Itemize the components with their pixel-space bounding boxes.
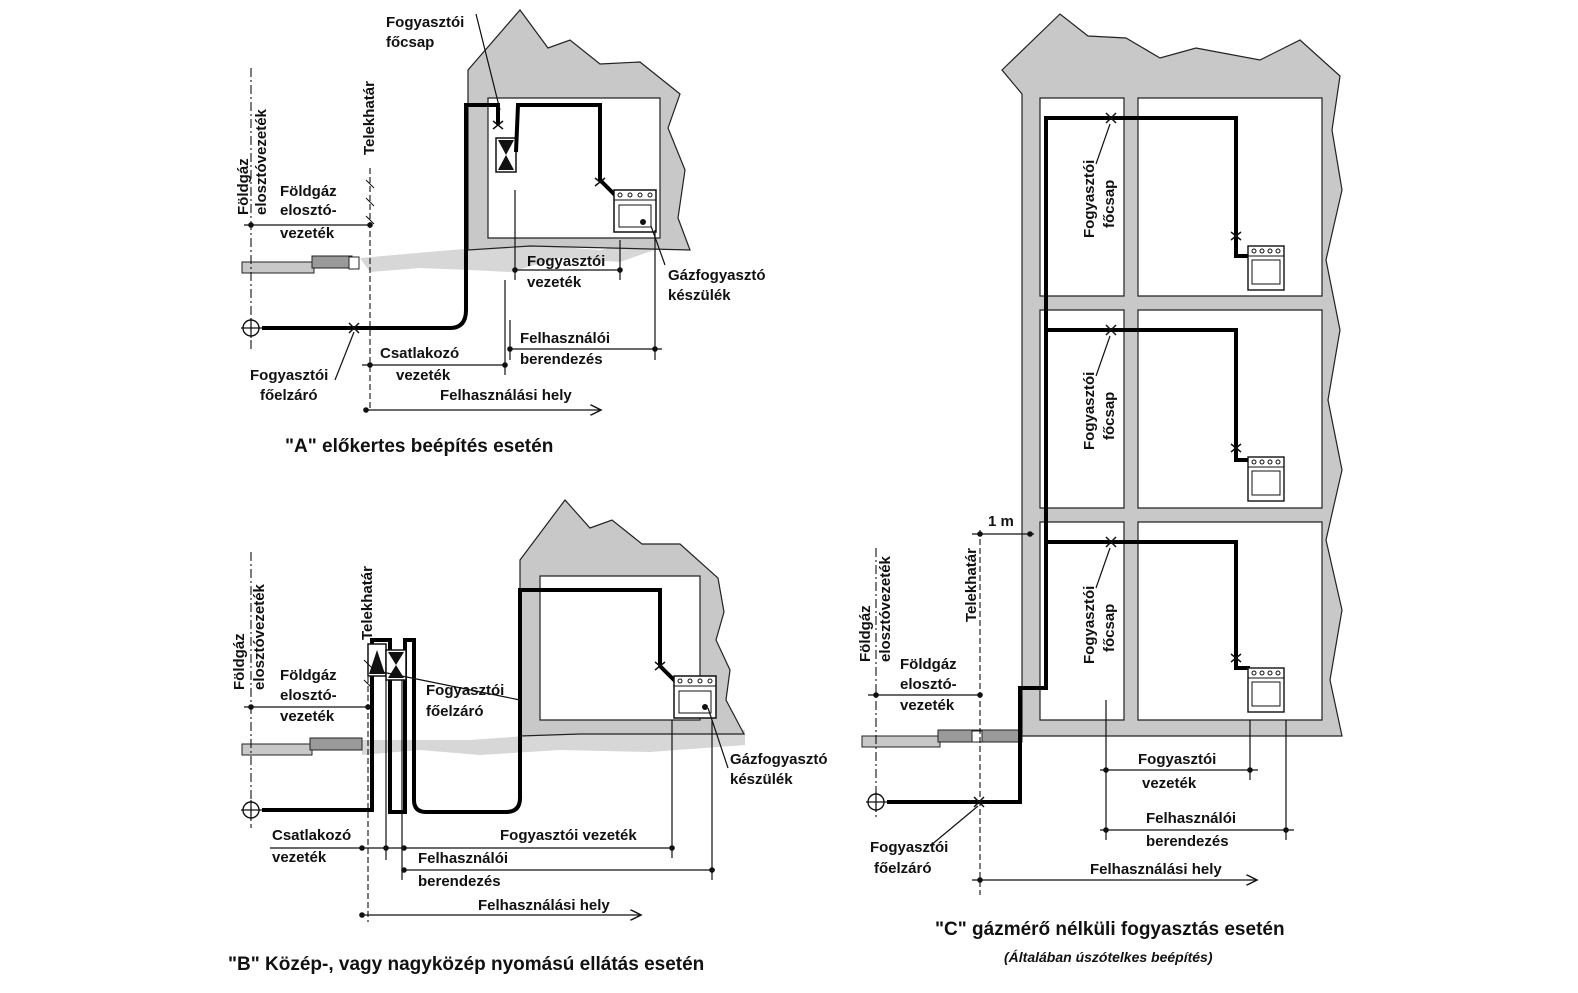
label-a-tap-1: Fogyasztói	[386, 14, 464, 31]
label-c-dist-1: Földgáz	[900, 656, 957, 673]
label-c-user-1: Felhasználói	[1146, 810, 1236, 827]
appliance-valve-b	[654, 661, 666, 671]
label-a-main-1: Földgáz	[235, 158, 252, 215]
label-b-consumer-pipe: Fogyasztói vezeték	[500, 827, 637, 844]
gas-appliance-c-1	[1247, 667, 1285, 713]
label-a-dist-2: elosztó-	[280, 202, 337, 219]
label-a-user-1: Felhasználói	[520, 330, 610, 347]
gas-appliance-c-3	[1247, 245, 1285, 291]
building-c	[1001, 13, 1343, 737]
label-b-plot-border: Telekhatár	[359, 566, 376, 640]
label-c-dist-2: elosztó-	[900, 676, 957, 693]
label-a-consumer-pipe-1: Fogyasztói	[527, 253, 605, 270]
street-pipe-b	[241, 743, 313, 756]
label-b-main-2: elosztóvezeték	[251, 583, 268, 690]
label-b-user-2: berendezés	[418, 873, 501, 890]
label-c-tap-3-2: főcsap	[1101, 180, 1118, 228]
label-c-tap-2-1: Fogyasztói	[1081, 372, 1098, 450]
label-c-shutoff-1: Fogyasztói	[870, 839, 948, 856]
branch-c-1	[1046, 540, 1250, 670]
subcaption-c: (Általában úszótelkes beépítés)	[1004, 949, 1213, 965]
ground-b	[362, 728, 745, 755]
main-tap-valve-a	[492, 120, 504, 130]
street-pipe-b2	[309, 737, 363, 751]
label-a-shutoff-2: főelzáró	[260, 387, 318, 404]
label-c-user-2: berendezés	[1146, 833, 1229, 850]
service-pipe-b	[262, 588, 678, 814]
street-pipe-a	[241, 261, 315, 274]
label-c-main-1: Földgáz	[857, 605, 874, 662]
regulator-and-meter-b	[367, 643, 407, 681]
label-c-usage-place: Felhasználási hely	[1090, 861, 1222, 878]
label-a-connection-1: Csatlakozó	[380, 345, 459, 362]
label-a-usage-place: Felhasználási hely	[440, 387, 572, 404]
building-a	[467, 9, 691, 251]
meter-box-a	[348, 256, 360, 270]
appliance-valve-a	[594, 177, 606, 187]
caption-c: "C" gázmérő nélküli fogyasztás esetén	[935, 919, 1285, 940]
label-b-dist-3: vezeték	[280, 708, 335, 725]
branch-c-2	[1046, 328, 1250, 462]
label-c-consumer-pipe-2: vezeték	[1142, 775, 1197, 792]
caption-a: "A" előkertes beépítés esetén	[285, 436, 553, 457]
label-b-shutoff-1: Fogyasztói	[426, 682, 504, 699]
label-c-tap-2-2: főcsap	[1101, 392, 1118, 440]
building-b	[519, 499, 745, 737]
panel-a: Földgáz elosztóvezeték Telekhatár Földgá…	[235, 9, 766, 457]
gas-appliance-c-2	[1247, 456, 1285, 502]
label-a-consumer-pipe-2: vezeték	[527, 274, 582, 291]
label-b-appliance-2: készülék	[730, 771, 793, 788]
label-a-appliance-1: Gázfogyasztó	[668, 267, 766, 284]
label-c-distance: 1 m	[988, 513, 1014, 530]
street-pipe-c	[861, 735, 941, 748]
panel-b: Földgáz elosztóvezeték Telekhatár Földgá…	[228, 499, 828, 975]
street-pipe-a2	[311, 255, 353, 269]
riser-c	[887, 116, 1250, 804]
label-b-dist-1: Földgáz	[280, 667, 337, 684]
label-c-plot-border: Telekhatár	[963, 548, 980, 622]
label-b-main-1: Földgáz	[231, 633, 248, 690]
label-a-main-2: elosztóvezeték	[253, 108, 270, 215]
label-c-consumer-pipe-1: Fogyasztói	[1138, 751, 1216, 768]
label-a-dist-3: vezeték	[280, 225, 335, 242]
label-a-connection-2: vezeték	[396, 367, 451, 384]
label-c-tap-1-1: Fogyasztói	[1081, 586, 1098, 664]
service-pipe-a	[262, 103, 500, 330]
label-c-dist-3: vezeték	[900, 697, 955, 714]
label-b-usage-place: Felhasználási hely	[478, 897, 610, 914]
label-b-shutoff-2: főelzáró	[426, 703, 484, 720]
panel-c: Fogyasztói főcsap Fogyasztói főcsap Fogy…	[857, 13, 1343, 965]
label-b-appliance-1: Gázfogyasztó	[730, 751, 828, 768]
label-a-user-2: berendezés	[520, 351, 603, 368]
label-a-dist-1: Földgáz	[280, 183, 337, 200]
label-c-tap-1-2: főcsap	[1101, 604, 1118, 652]
caption-b: "B" Közép-, vagy nagyközép nyomású ellát…	[228, 954, 704, 975]
ground-a	[360, 240, 660, 272]
gas-appliance-a	[613, 189, 657, 233]
label-a-appliance-2: készülék	[668, 287, 731, 304]
label-b-connection-2: vezeték	[272, 849, 327, 866]
label-b-connection-1: Csatlakozó	[272, 827, 351, 844]
label-c-shutoff-2: főelzáró	[874, 860, 932, 877]
label-b-dist-2: elosztó-	[280, 687, 337, 704]
label-c-main-2: elosztóvezeték	[877, 555, 894, 662]
shutoff-valve-a	[348, 322, 360, 334]
label-b-user-1: Felhasználói	[418, 850, 508, 867]
label-a-plot-border: Telekhatár	[361, 81, 378, 155]
label-c-tap-3-1: Fogyasztói	[1081, 160, 1098, 238]
label-a-shutoff-1: Fogyasztói	[250, 367, 328, 384]
label-a-tap-2: főcsap	[386, 34, 434, 51]
